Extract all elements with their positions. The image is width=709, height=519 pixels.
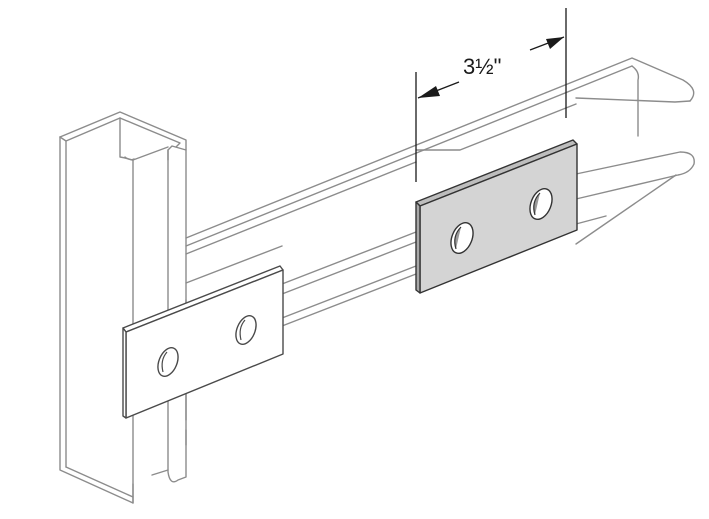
- right-splice-plate-highlighted: [415, 139, 578, 294]
- dimension-arrow-left: [418, 86, 440, 98]
- vertical-channel-post: [59, 111, 187, 504]
- right-plate-side-edge: [415, 201, 421, 294]
- dimension-label: 3½": [463, 54, 501, 79]
- right-plate-face: [419, 143, 578, 294]
- dimension-arrow-right: [546, 37, 564, 49]
- horizontal-channel-beam: [185, 57, 695, 446]
- left-splice-plate: [122, 265, 284, 419]
- width-dimension: 3½": [415, 8, 567, 182]
